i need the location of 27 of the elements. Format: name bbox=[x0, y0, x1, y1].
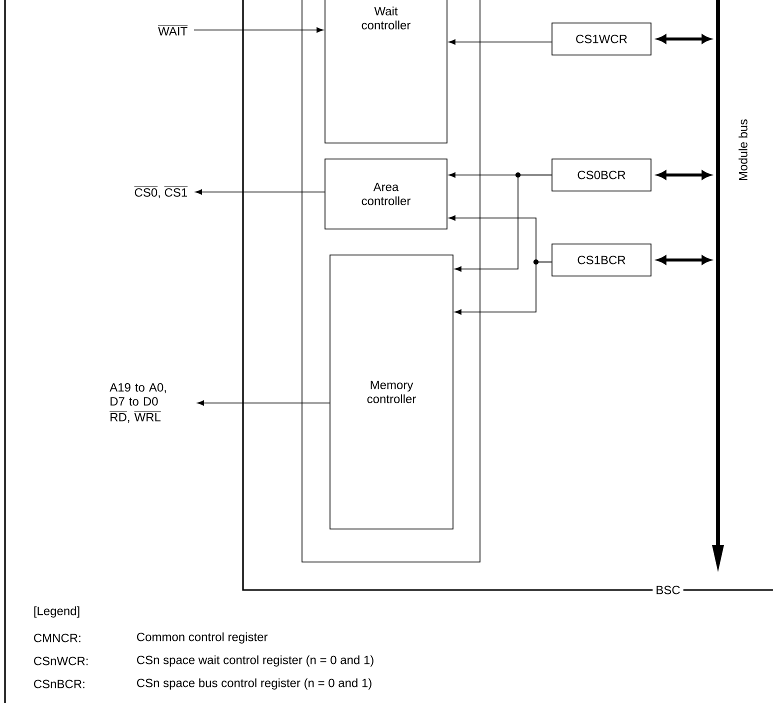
register-box: CS1WCR bbox=[552, 22, 652, 56]
bus-arrow bbox=[657, 170, 711, 180]
bus-arrow bbox=[657, 256, 711, 264]
register-name: CMNCR: bbox=[34, 634, 80, 642]
controller-box: Memory controller bbox=[330, 254, 454, 530]
group-frame bbox=[302, 0, 480, 562]
signal-label: $\overline{\text{CS0}}\text{, }\overline{\text{CS1}}$ bbox=[134, 186, 188, 198]
arrow bbox=[195, 189, 325, 195]
arrow bbox=[316, 27, 324, 33]
register-box: CS1BCR bbox=[552, 244, 652, 276]
legend-heading: [Legend] bbox=[34, 606, 80, 618]
arrow bbox=[448, 39, 552, 45]
legend-description: Common control register bbox=[137, 632, 268, 644]
arrow bbox=[454, 174, 552, 272]
arrow bbox=[454, 262, 552, 315]
signal-label: $\overline{\text{WAIT}}$ bbox=[158, 25, 188, 36]
legend-description: CSn space wait control register (n = 0 and 1) bbox=[137, 655, 374, 667]
arrow bbox=[197, 400, 330, 406]
controller-box: Area controller bbox=[324, 158, 448, 230]
controller-box: Wait controller bbox=[324, 0, 448, 144]
signal-label: A19 to A0, D7 to D0 $\overline{\text{RD}}\text{, }\overline{\text{WRL}}$ bbox=[110, 383, 166, 423]
register-name: CSnBCR: bbox=[34, 680, 84, 688]
node-label: Module bus bbox=[738, 119, 748, 180]
bus-arrow bbox=[657, 34, 711, 44]
register-box: CS0BCR bbox=[552, 158, 652, 192]
legend-description: CSn space bus control register (n = 0 and 1) bbox=[137, 678, 372, 690]
register-name: CSnWCR: bbox=[34, 656, 88, 666]
